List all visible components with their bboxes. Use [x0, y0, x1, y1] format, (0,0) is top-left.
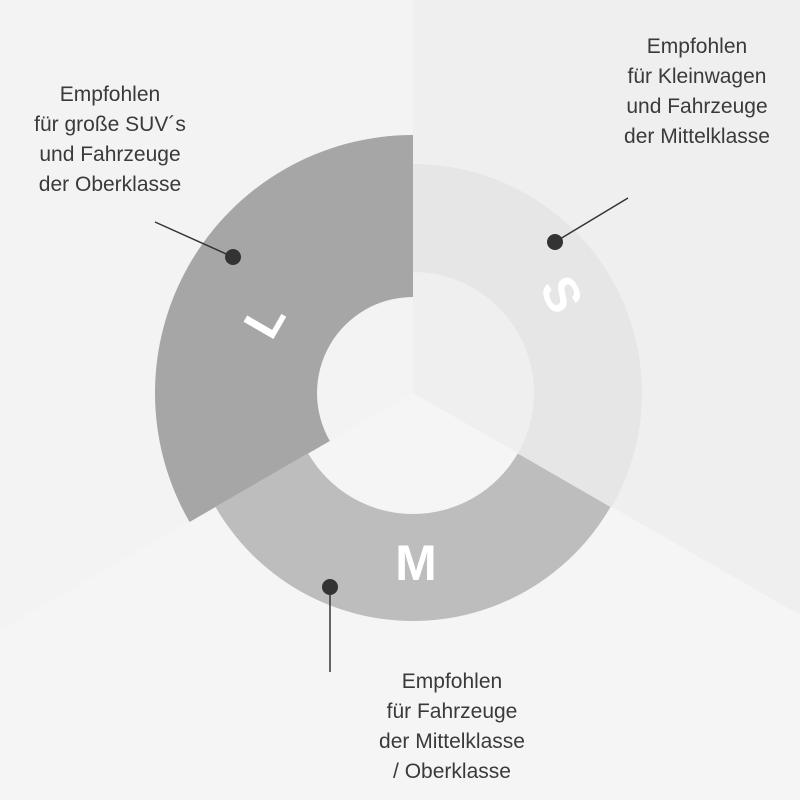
- label-line: Empfohlen: [59, 83, 161, 106]
- segment-letter-m: M: [395, 535, 437, 591]
- label-l: Empfohlen für große SUV´s und Fahrzeuge …: [34, 80, 186, 200]
- label-line: für Kleinwagen: [627, 65, 767, 88]
- label-line: der Mittelklasse: [624, 125, 770, 148]
- label-line: der Oberklasse: [38, 173, 182, 196]
- segment-m[interactable]: [215, 453, 611, 622]
- label-s: Empfohlen für Kleinwagen und Fahrzeuge d…: [624, 32, 770, 152]
- leader-dot-l: [225, 249, 241, 265]
- label-line: Empfohlen: [646, 35, 748, 58]
- leader-line-l: [154, 221, 234, 258]
- segment-l[interactable]: [155, 135, 413, 522]
- label-m: Empfohlen für Fahrzeuge der Mittelklasse…: [379, 667, 525, 787]
- label-line: / Oberklasse: [393, 760, 511, 783]
- segment-s[interactable]: [413, 164, 642, 508]
- leader-dot-s: [547, 234, 563, 250]
- label-line: und Fahrzeuge: [626, 95, 768, 118]
- label-line: Empfohlen: [401, 670, 503, 693]
- leader-dot-m: [322, 579, 338, 595]
- label-line: für Fahrzeuge: [386, 700, 518, 723]
- leader-line-s: [554, 197, 629, 243]
- label-line: der Mittelklasse: [379, 730, 525, 753]
- label-line: und Fahrzeuge: [39, 143, 181, 166]
- label-line: für große SUV´s: [34, 113, 186, 136]
